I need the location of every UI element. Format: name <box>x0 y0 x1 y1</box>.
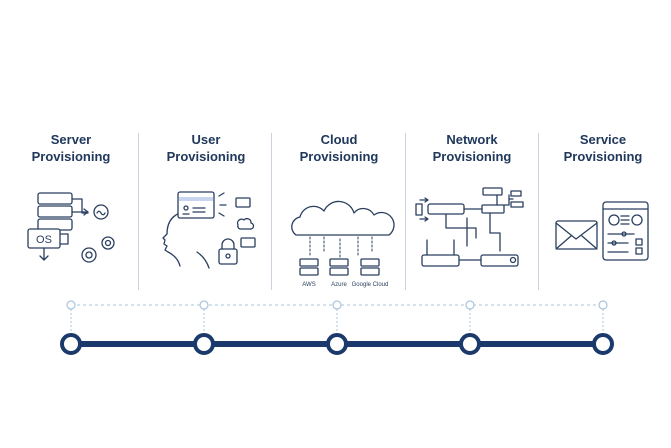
title-line: Network <box>446 132 498 147</box>
divider <box>138 133 139 290</box>
cloud-icon: AWS Azure Google Cloud <box>291 200 395 288</box>
title-line: Provisioning <box>432 149 512 164</box>
title-line: Provisioning <box>31 149 111 164</box>
title-line: Provisioning <box>563 149 643 164</box>
provider-google-cloud: Google Cloud <box>352 282 389 288</box>
provider-aws: AWS <box>302 282 315 288</box>
title-line: Service <box>579 132 627 147</box>
timeline-node-user[interactable] <box>193 333 215 355</box>
title-line: Server <box>50 132 92 147</box>
user-id-card-lock-icon <box>162 191 256 269</box>
os-label: OS <box>36 234 52 246</box>
title-line: Provisioning <box>299 149 379 164</box>
timeline-node-cloud[interactable] <box>326 333 348 355</box>
provider-azure: Azure <box>331 282 347 288</box>
timeline-node-network[interactable] <box>459 333 481 355</box>
server-os-gears-icon: OS <box>27 192 115 263</box>
network-router-icon <box>415 187 524 267</box>
divider <box>405 133 406 290</box>
divider <box>538 133 539 290</box>
timeline-node-server[interactable] <box>60 333 82 355</box>
envelope-settings-panel-icon <box>555 201 649 261</box>
divider <box>271 133 272 290</box>
small-nodes <box>66 300 608 310</box>
title-line: User <box>191 132 221 147</box>
title-line: Cloud <box>320 132 358 147</box>
title-line: Provisioning <box>166 149 246 164</box>
timeline-node-service[interactable] <box>592 333 614 355</box>
timeline-dashed-connectors <box>70 309 604 334</box>
